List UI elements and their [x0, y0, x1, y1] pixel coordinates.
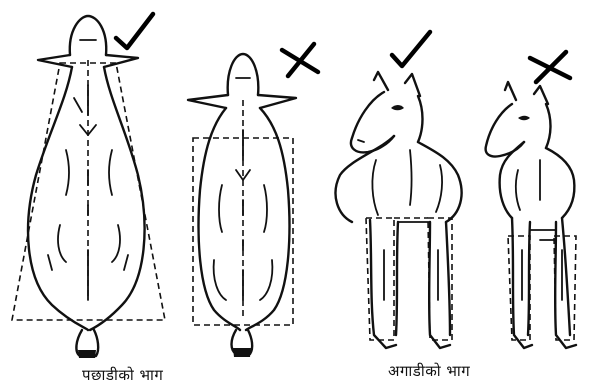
- check-mark-icon: [116, 14, 153, 48]
- caption-front-view: अगाडीको भाग: [388, 361, 470, 381]
- rear-view-goat-incorrect: [188, 44, 318, 357]
- caption-rear-view: पछाडीको भाग: [82, 365, 163, 385]
- front-view-goat-incorrect: [486, 52, 576, 348]
- cross-mark-icon: [530, 52, 570, 82]
- cross-mark-icon: [282, 44, 318, 76]
- front-view-goat-correct: [336, 32, 462, 348]
- check-mark-icon: [392, 32, 430, 66]
- rear-view-goat-correct: [12, 14, 165, 358]
